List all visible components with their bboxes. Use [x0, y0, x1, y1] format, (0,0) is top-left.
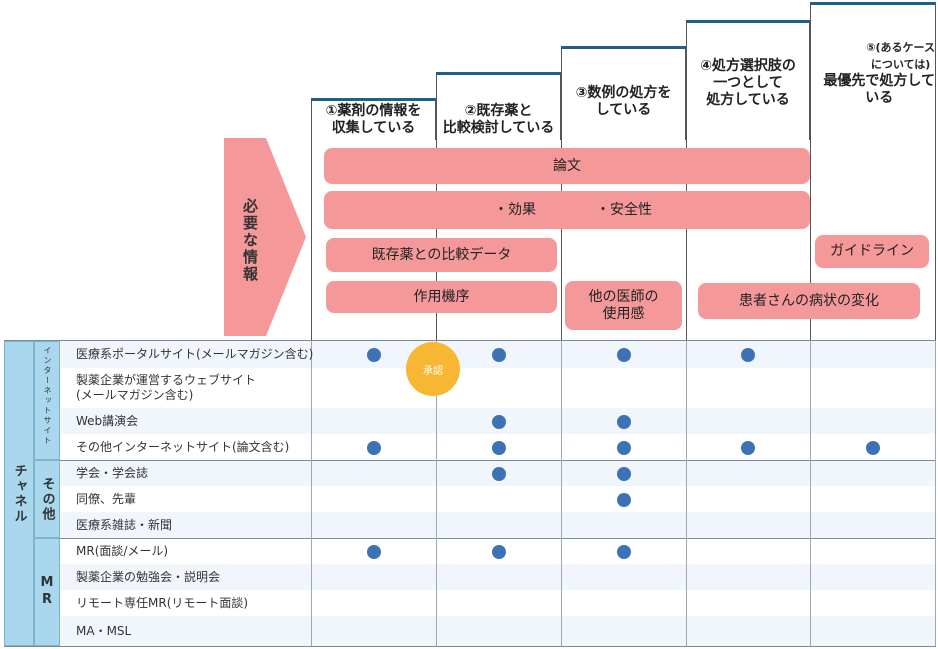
table-row	[60, 564, 936, 590]
row-divider	[60, 460, 936, 461]
row-divider	[4, 646, 936, 647]
stage-header-1: ①薬剤の情報を 収集している	[311, 98, 436, 140]
col-divider	[561, 140, 562, 340]
row-label: 製薬企業の勉強会・説明会	[76, 569, 221, 584]
group-mr: MR	[34, 538, 60, 646]
group-other-text: その他	[39, 476, 55, 522]
dot-marker	[741, 348, 755, 362]
col-divider	[935, 140, 936, 340]
approval-badge-text: 承認	[423, 365, 443, 377]
row-label: 医療系ポータルサイト(メールマガジン含む)	[76, 347, 314, 361]
bar-hikaku: 既存薬との比較データ	[326, 238, 557, 272]
row-label: リモート専任MR(リモート面談)	[76, 595, 249, 610]
dot-marker	[367, 441, 381, 455]
stage-header-5: ⑤(あるケース については) 最優先で処方して いる	[810, 2, 936, 140]
bar-ishi: 他の医師の 使用感	[565, 281, 682, 330]
col-divider	[311, 140, 312, 340]
row-label: 医療系雑誌・新聞	[76, 517, 173, 532]
dot-marker	[367, 348, 381, 362]
dot-marker	[617, 467, 631, 481]
dot-marker	[741, 441, 755, 455]
dot-marker	[492, 467, 506, 481]
dot-marker	[367, 545, 381, 559]
bar-koka: ・効果	[494, 201, 536, 218]
col-divider	[935, 341, 936, 646]
dot-marker	[492, 545, 506, 559]
bar-sayo: 作用機序	[326, 281, 557, 313]
table-row	[60, 590, 936, 616]
group-internet: インターネットサイト	[34, 341, 60, 460]
dot-marker	[492, 415, 506, 429]
col-divider	[810, 140, 811, 340]
col-divider	[686, 140, 687, 340]
bar-anzen: ・安全性	[596, 201, 652, 218]
row-label: MA・MSL	[76, 623, 132, 638]
dot-marker	[492, 441, 506, 455]
row-label: 製薬企業が運営するウェブサイト (メールマガジン含む)	[76, 373, 257, 402]
needed-info-label: 必要な情報	[241, 198, 259, 283]
table-row	[60, 616, 936, 646]
stage-label-1: ①薬剤の情報を 収集している	[325, 103, 422, 136]
bar-kanja: 患者さんの病状の変化	[698, 283, 920, 319]
table-row	[60, 512, 936, 538]
stage-header-3: ③数例の処方を している	[561, 46, 686, 140]
dot-marker	[866, 441, 880, 455]
stage-label-5-sub: ⑤(あるケース については)	[866, 41, 935, 71]
stage-label-2: ②既存薬と 比較検討している	[442, 103, 555, 136]
stage-header-2: ②既存薬と 比較検討している	[436, 72, 561, 140]
channel-label-text: チャネル	[11, 463, 27, 524]
bar-koka-anzen: ・効果 ・安全性	[324, 191, 810, 229]
needed-info-arrow	[224, 138, 306, 336]
stage-label-4: ④処方選択肢の 一つとして 処方している	[700, 58, 796, 108]
col-divider	[436, 341, 437, 646]
row-label: MR(面談/メール)	[76, 543, 169, 558]
row-divider	[60, 538, 936, 539]
row-label: その他インターネットサイト(論文含む)	[76, 439, 290, 454]
col-divider	[311, 341, 312, 646]
row-label: 同僚、先輩	[76, 491, 137, 506]
col-divider	[561, 341, 562, 646]
row-label: Web講演会	[76, 413, 139, 428]
stage-header-4: ④処方選択肢の 一つとして 処方している	[686, 20, 810, 140]
col-divider	[810, 341, 811, 646]
row-label: 学会・学会誌	[76, 465, 149, 480]
channel-label: チャネル	[4, 341, 34, 646]
bar-ronbun: 論文	[324, 148, 810, 184]
approval-badge: 承認	[406, 342, 460, 396]
group-mr-text: MR	[39, 575, 55, 609]
dot-marker	[617, 348, 631, 362]
table-row	[60, 486, 936, 512]
dot-marker	[617, 441, 631, 455]
dot-marker	[617, 415, 631, 429]
stage-label-5: 最優先で処方して いる	[823, 73, 935, 106]
row-divider	[4, 340, 936, 341]
dot-marker	[492, 348, 506, 362]
col-divider	[686, 341, 687, 646]
group-internet-text: インターネットサイト	[43, 345, 52, 446]
bar-guide: ガイドライン	[815, 235, 929, 268]
dot-marker	[617, 545, 631, 559]
stage-label-3: ③数例の処方を している	[575, 85, 672, 118]
dot-marker	[617, 493, 631, 507]
table-row	[60, 368, 936, 408]
group-other: その他	[34, 460, 60, 538]
